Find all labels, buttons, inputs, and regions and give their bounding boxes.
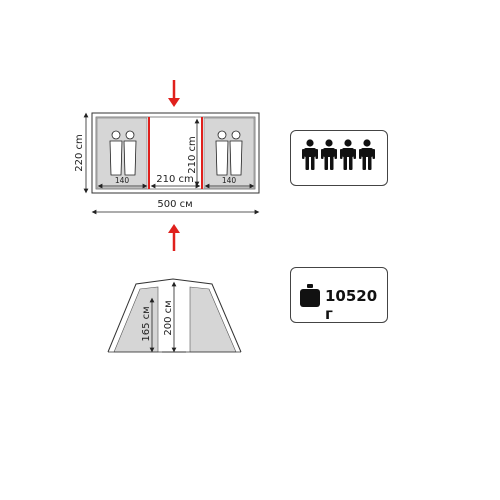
- left-room-length-label: 140: [115, 176, 130, 185]
- right-sleeping-bags-icon: [215, 130, 243, 176]
- top-entrance-arrow: [168, 80, 180, 107]
- weight-icon: [300, 284, 320, 307]
- side-view: 165 см 200 см: [107, 278, 242, 353]
- tent-width-label: 220 cm: [74, 134, 85, 172]
- four-persons-icon: [302, 139, 375, 170]
- floor-plan: 140 210 cm 140 210 cm: [91, 112, 260, 194]
- vestibule-length-label: 210 cm: [156, 174, 194, 185]
- inner-height-label: 165 см: [141, 306, 152, 341]
- bottom-entrance-arrow: [168, 224, 180, 251]
- left-sleeping-bags-icon: [109, 130, 137, 176]
- vestibule-width-label: 210 cm: [187, 136, 198, 174]
- outer-height-label: 200 см: [163, 300, 174, 335]
- weight-badge: 10520 г: [290, 267, 388, 323]
- tent-length-label: 500 см: [157, 199, 192, 210]
- right-room-length-label: 140: [222, 176, 237, 185]
- capacity-badge: [290, 130, 388, 186]
- weight-value: 10520 г: [325, 287, 378, 323]
- right-sleeping-room: [203, 117, 255, 189]
